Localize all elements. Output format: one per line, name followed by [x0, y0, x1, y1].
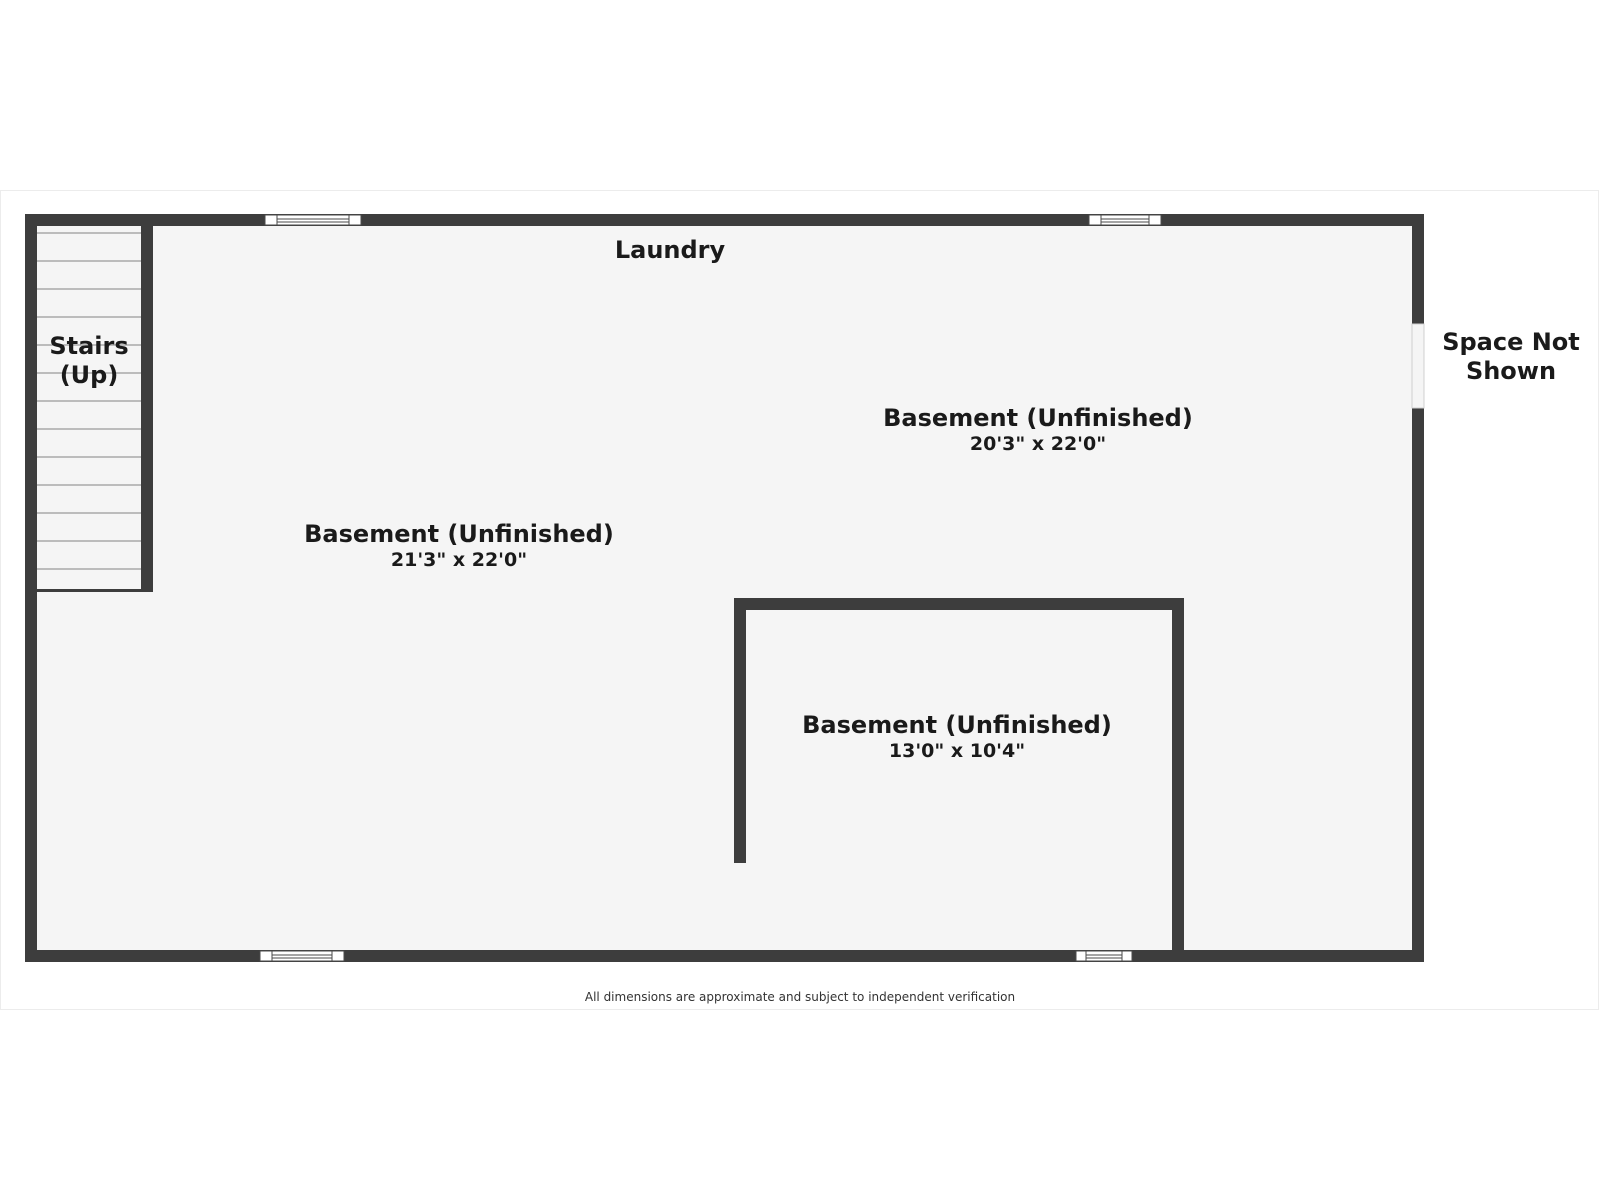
stairs-label: Stairs (Up)	[37, 332, 141, 390]
window-bottom-left	[259, 950, 345, 962]
disclaimer-note: All dimensions are approximate and subje…	[584, 990, 1016, 1004]
opening-right	[1411, 323, 1425, 409]
wall-room-top	[734, 598, 1184, 610]
floor-area	[25, 214, 1424, 962]
laundry-label: Laundry	[614, 236, 726, 264]
room-dimensions: 21'3" x 22'0"	[390, 548, 528, 571]
room-name: Basement (Unfinished)	[883, 404, 1193, 432]
space-not-shown-line1: Space Not	[1442, 328, 1580, 356]
room-label-basement-left: Basement (Unfinished) 21'3" x 22'0"	[259, 520, 659, 572]
wall-left	[25, 214, 37, 962]
room-name: Basement (Unfinished)	[304, 520, 614, 548]
wall-top	[25, 214, 1424, 226]
room-dimensions: 13'0" x 10'4"	[888, 739, 1026, 762]
window-top-right	[1088, 214, 1162, 226]
space-not-shown-label: Space Not Shown	[1428, 328, 1594, 386]
window-top-left	[264, 214, 362, 226]
room-label-basement-small: Basement (Unfinished) 13'0" x 10'4"	[757, 711, 1157, 763]
room-name: Basement (Unfinished)	[802, 711, 1112, 739]
space-not-shown-line2: Shown	[1465, 356, 1557, 385]
window-bottom-right	[1075, 950, 1133, 962]
stairs-label-line1: Stairs	[49, 332, 129, 360]
wall-right-lower	[1412, 408, 1424, 962]
room-dimensions: 20'3" x 22'0"	[969, 432, 1107, 455]
wall-right-upper	[1412, 214, 1424, 324]
wall-stairs-base	[37, 589, 153, 592]
stair-treads	[37, 232, 141, 570]
stairs-label-line2: (Up)	[59, 360, 119, 389]
wall-bottom	[25, 950, 1424, 962]
room-label-basement-right: Basement (Unfinished) 20'3" x 22'0"	[838, 404, 1238, 456]
wall-room-left	[734, 598, 746, 863]
wall-room-right	[1172, 598, 1184, 962]
wall-stairs	[141, 214, 153, 592]
